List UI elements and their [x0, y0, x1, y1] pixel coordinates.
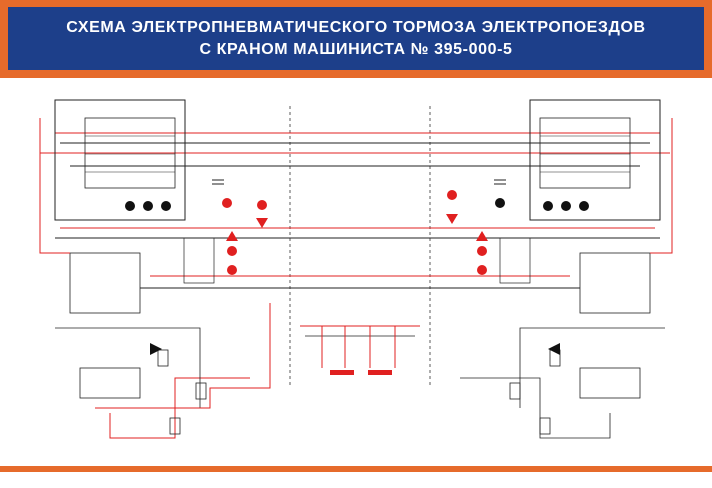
valve-icon — [495, 198, 505, 208]
title-line-2: С КРАНОМ МАШИНИСТА № 395-000-5 — [199, 40, 513, 58]
valve-icon — [227, 265, 237, 275]
right-black-lower — [460, 377, 611, 439]
lamp-icon — [561, 201, 571, 211]
valve-icon — [222, 198, 232, 208]
left-relay-block — [69, 252, 141, 314]
right-valve-group — [446, 179, 531, 284]
valve-icon — [257, 200, 267, 210]
diode-icon — [150, 343, 162, 355]
right-red-loop — [650, 118, 673, 254]
right-relay-block — [579, 252, 651, 314]
lamp-icon — [543, 201, 553, 211]
lamp-icon — [161, 201, 171, 211]
valve-icon — [447, 190, 457, 200]
left-valve-group — [183, 179, 268, 284]
relay-coil-icon — [169, 417, 181, 435]
middle-coil-1 — [330, 370, 354, 375]
title-panel: СХЕМА ЭЛЕКТРОПНЕВМАТИЧЕСКОГО ТОРМОЗА ЭЛЕ… — [8, 7, 704, 70]
left-valve-box — [183, 237, 215, 284]
left-red-lower — [95, 303, 271, 409]
lamp-icon — [579, 201, 589, 211]
relay-coil-icon — [157, 349, 169, 367]
main-bus-lines — [40, 132, 670, 289]
right-control-panel — [460, 99, 673, 439]
right-controller-frame — [539, 117, 631, 189]
middle-coil-2 — [368, 370, 392, 375]
middle-car-section — [300, 325, 420, 375]
title-line-1: СХЕМА ЭЛЕКТРОПНЕВМАТИЧЕСКОГО ТОРМОЗА ЭЛЕ… — [66, 18, 646, 36]
right-panel-frame — [529, 99, 661, 221]
lamp-icon — [125, 201, 135, 211]
right-black-feed — [519, 327, 665, 408]
diode-icon — [256, 218, 268, 228]
left-control-panel — [39, 99, 271, 439]
left-panel-frame — [54, 99, 186, 221]
valve-icon — [477, 265, 487, 275]
right-valve-box — [499, 237, 531, 284]
left-black-feed — [55, 327, 201, 408]
relay-coil-icon — [195, 382, 207, 400]
lamp-icon — [143, 201, 153, 211]
valve-icon — [477, 246, 487, 256]
relay-coil-icon — [509, 382, 521, 400]
diode-icon — [548, 343, 560, 355]
bottom-accent-bar — [0, 466, 712, 472]
relay-coil-icon — [539, 417, 551, 435]
valve-icon — [227, 246, 237, 256]
diode-icon — [226, 231, 238, 241]
brake-circuit-diagram — [39, 99, 673, 439]
diode-icon — [476, 231, 488, 241]
left-relay-block-2 — [79, 367, 141, 399]
right-relay-block-2 — [579, 367, 641, 399]
title-banner: СХЕМА ЭЛЕКТРОПНЕВМАТИЧЕСКОГО ТОРМОЗА ЭЛЕ… — [0, 0, 712, 78]
left-red-loop — [39, 118, 70, 254]
left-controller-frame — [84, 117, 176, 189]
diode-icon — [446, 214, 458, 224]
section-dividers — [289, 106, 431, 388]
